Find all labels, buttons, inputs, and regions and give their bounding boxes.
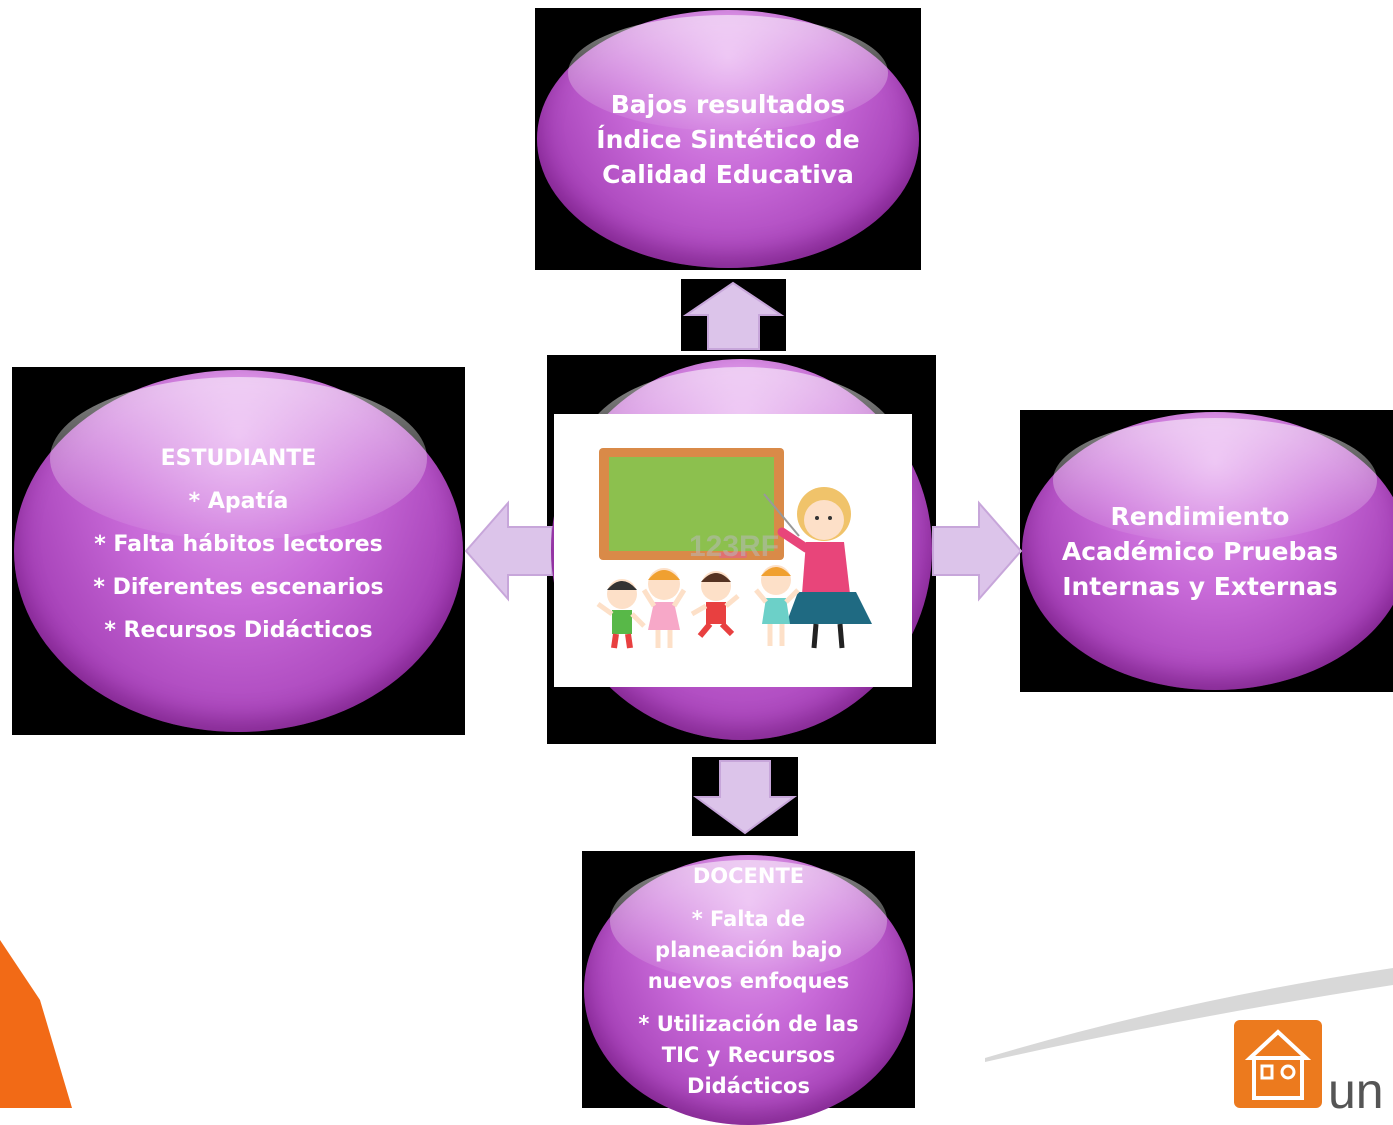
node-bottom-item: nuevos enfoques: [647, 969, 850, 993]
node-right-line: Rendimiento: [1110, 501, 1290, 531]
node-right-line: Académico Pruebas: [1061, 536, 1339, 566]
node-top-line: Bajos resultados: [610, 89, 846, 119]
node-left-heading: ESTUDIANTE: [160, 445, 317, 471]
grey-swoosh: [985, 968, 1393, 1062]
down-arrow-icon: [692, 760, 798, 835]
building-icon: [1234, 1020, 1322, 1108]
classroom-image: 123RF: [596, 448, 872, 649]
node-left-item: * Recursos Didácticos: [104, 617, 373, 643]
node-bottom-teacher: DOCENTE * Falta de planeación bajo nuevo…: [584, 855, 913, 1125]
node-bottom-item: Didácticos: [687, 1074, 810, 1098]
watermark-text: 123RF: [689, 530, 779, 563]
node-left-item: * Diferentes escenarios: [93, 574, 384, 600]
node-top-line: Calidad Educativa: [602, 159, 854, 189]
node-bottom-item: * Utilización de las: [638, 1012, 859, 1036]
node-left-student: ESTUDIANTE * Apatía * Falta hábitos lect…: [14, 370, 463, 732]
node-top-line: Índice Sintético de: [596, 124, 860, 154]
node-left-item: * Falta hábitos lectores: [94, 531, 383, 557]
node-left-item: * Apatía: [188, 488, 289, 514]
orange-corner-shape: [0, 940, 72, 1108]
node-top-results: Bajos resultados Índice Sintético de Cal…: [537, 10, 919, 268]
teacher-illustration: 123RF: [554, 414, 912, 687]
node-bottom-item: planeación bajo: [655, 938, 842, 962]
logo-text: un: [1328, 1063, 1384, 1119]
node-right-line: Internas y Externas: [1062, 571, 1338, 601]
up-arrow-icon: [682, 281, 785, 350]
university-logo: un: [1230, 1018, 1390, 1119]
node-bottom-item: TIC y Recursos: [661, 1043, 836, 1067]
node-bottom-heading: DOCENTE: [692, 864, 805, 888]
node-bottom-item: * Falta de: [691, 907, 806, 931]
right-arrow-icon: [932, 500, 1023, 602]
left-arrow-icon: [464, 500, 553, 602]
node-right-performance: Rendimiento Académico Pruebas Internas y…: [1022, 412, 1393, 690]
